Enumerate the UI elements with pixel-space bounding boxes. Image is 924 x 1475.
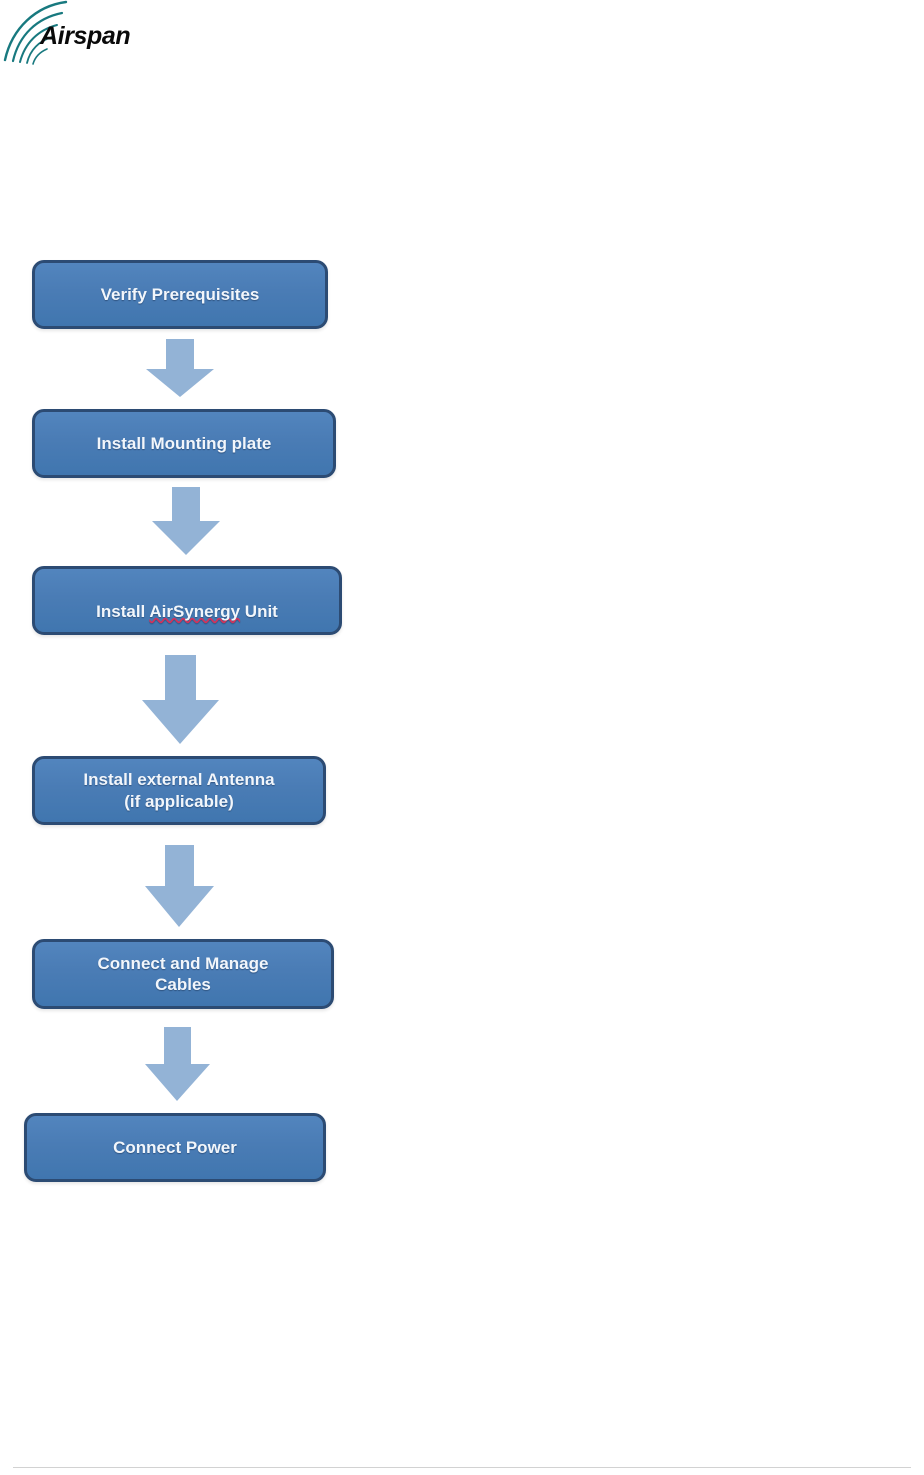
- flow-step-label: Verify Prerequisites: [100, 284, 260, 304]
- flow-connector-arrow-3: [140, 655, 222, 746]
- flow-step-label-prefix: Install: [96, 601, 150, 621]
- flow-step-install-airsynergy-unit[interactable]: Install AirSynergy Unit: [32, 566, 342, 635]
- flow-step-label: Connect Power: [113, 1137, 237, 1157]
- flow-step-label: Install AirSynergy Unit: [88, 579, 286, 622]
- airspan-arcs-icon: [3, 0, 68, 65]
- footer-separator: [13, 1467, 911, 1468]
- flow-step-label-suffix: Unit: [240, 601, 278, 621]
- down-arrow-icon: [152, 487, 220, 555]
- flow-connector-arrow-4: [143, 845, 217, 929]
- misspelled-word-airsynergy: AirSynergy: [149, 601, 241, 621]
- airspan-wordmark: Airspan: [40, 22, 131, 50]
- flow-step-install-mounting-plate[interactable]: Install Mounting plate: [32, 409, 336, 478]
- down-arrow-icon: [145, 1027, 210, 1101]
- flow-step-connect-and-manage-cables[interactable]: Connect and Manage Cables: [32, 939, 334, 1009]
- down-arrow-icon: [142, 655, 219, 744]
- flow-step-verify-prerequisites[interactable]: Verify Prerequisites: [32, 260, 328, 329]
- flow-step-label: Connect and Manage Cables: [97, 953, 269, 994]
- flow-step-connect-power[interactable]: Connect Power: [24, 1113, 326, 1182]
- flow-connector-arrow-5: [143, 1027, 213, 1103]
- flow-connector-arrow-2: [150, 487, 224, 557]
- down-arrow-icon: [146, 339, 214, 397]
- airspan-logo: Airspan: [0, 0, 190, 80]
- flow-connector-arrow-1: [143, 339, 217, 399]
- down-arrow-icon: [145, 845, 214, 927]
- flow-step-label: Install Mounting plate: [96, 433, 272, 453]
- flow-step-install-external-antenna[interactable]: Install external Antenna (if applicable): [32, 756, 326, 825]
- flow-step-label: Install external Antenna (if applicable): [83, 770, 275, 811]
- installation-process-flowchart: Verify Prerequisites Install Mounting pl…: [24, 260, 342, 1182]
